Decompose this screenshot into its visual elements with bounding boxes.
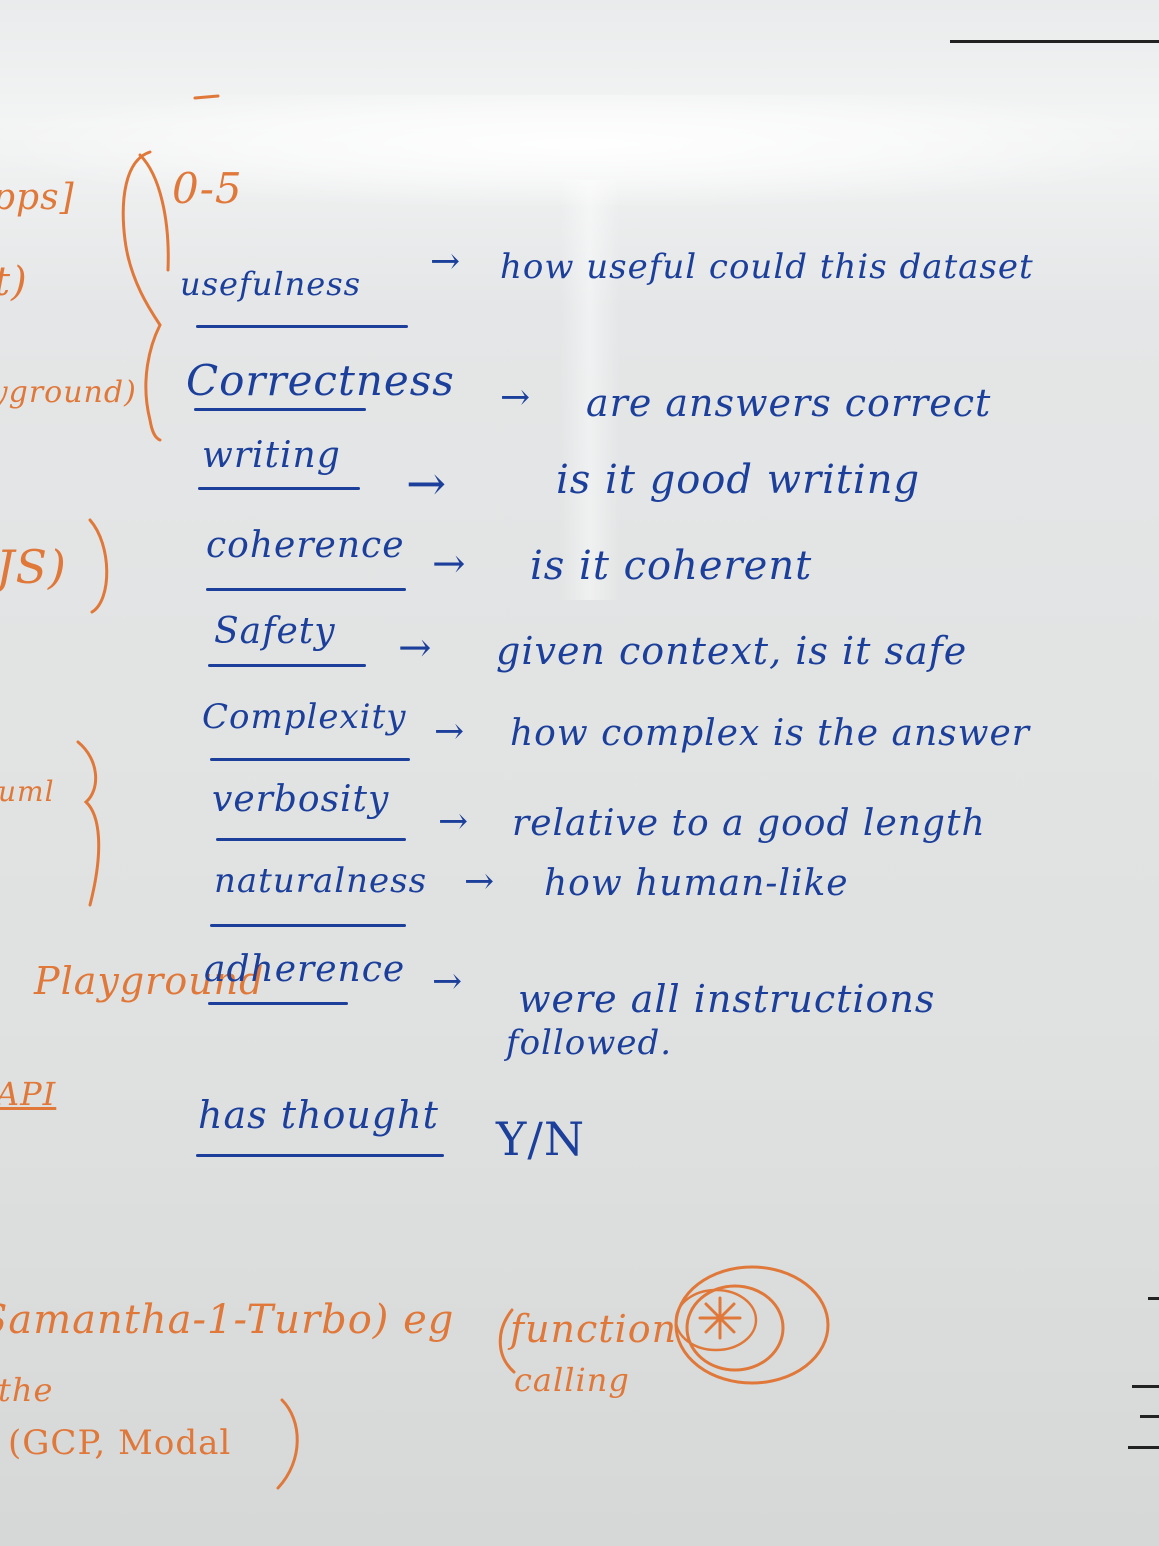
criterion-safety-term: Safety [214,611,336,652]
criterion-coherence-arrow: → [432,541,467,587]
criterion-naturalness-term: naturalness [214,861,428,901]
criterion-correctness-desc: are answers correct [586,381,992,425]
asterisk-icon [698,1296,742,1340]
underline-correctness [194,408,366,411]
criterion-naturalness-desc: how human-like [544,863,849,904]
left-fragment-4: JS) [0,540,67,594]
underline-writing [198,487,360,490]
criterion-usefulness-desc: how useful could this dataset [500,247,1034,287]
criterion-correctness-term: Correctness [186,356,455,405]
scale-label: 0-5 [172,164,243,213]
criterion-complexity-term: Complexity [202,697,407,737]
criterion-has-thought-desc: Y/N [496,1112,586,1166]
criterion-complexity-arrow: → [434,711,466,752]
underline-safety [208,664,366,667]
criterion-safety-arrow: → [398,625,433,671]
orange-curly-brace-top [121,150,162,442]
orange-circle-core [674,1288,758,1352]
bottom-note-line3: (GCP, Modal [8,1423,232,1463]
orange-paren-bottom [276,1398,299,1490]
underline-naturalness [210,924,406,927]
criterion-coherence-term: coherence [206,525,405,566]
top-right-line [950,40,1159,43]
criterion-verbosity-term: verbosity [212,779,390,820]
criterion-usefulness-arrow: → [430,241,462,282]
right-tick-4 [1128,1446,1159,1449]
criterion-has-thought-term: has thought [198,1093,439,1137]
underline-has-thought [196,1154,444,1157]
orange-circle-inner [685,1284,785,1372]
criterion-safety-desc: given context, is it safe [496,629,968,673]
left-fragment-2: t) [0,259,28,305]
function-calling-word2: calling [514,1361,630,1399]
function-calling-word1: function [510,1307,678,1351]
orange-paren-function [498,1308,516,1374]
orange-small-dash [193,94,220,100]
left-fragment-6: Playground [34,959,265,1003]
criterion-verbosity-desc: relative to a good length [512,803,986,844]
underline-complexity [210,758,410,761]
criterion-adherence-desc-2: followed. [506,1023,673,1063]
orange-paren-top-right [138,153,170,272]
criterion-adherence-arrow: → [432,961,464,1002]
criterion-adherence-desc: were all instructions [518,977,936,1021]
left-fragment-1: pps] [0,177,75,218]
right-tick-3 [1140,1415,1159,1418]
orange-paren-js [88,518,109,614]
criterion-naturalness-arrow: → [464,861,496,902]
criterion-writing-term: writing [202,435,341,476]
underline-adherence [208,1002,348,1005]
right-tick-2 [1132,1385,1159,1388]
criterion-complexity-desc: how complex is the answer [510,713,1030,754]
right-tick-1 [1148,1297,1159,1300]
left-fragment-7: API [0,1075,57,1113]
criterion-writing-arrow: → [406,456,448,512]
left-fragment-3: Playground) [0,375,137,410]
orange-curly-brace-mid [76,740,101,907]
underline-usefulness [196,325,408,328]
underline-verbosity [216,838,406,841]
criterion-writing-desc: is it good writing [556,457,921,503]
criterion-coherence-desc: is it coherent [530,543,813,589]
orange-circle-outer [674,1265,830,1385]
criterion-verbosity-arrow: → [438,801,470,842]
underline-coherence [206,588,406,591]
bottom-note-line2: the [0,1371,54,1409]
bottom-note-line1: Samantha-1-Turbo) eg [0,1297,455,1343]
criterion-usefulness-term: usefulness [180,265,362,303]
criterion-correctness-arrow: → [500,377,532,418]
left-fragment-5: uml [0,775,55,808]
criterion-adherence-term: adherence [204,949,406,990]
